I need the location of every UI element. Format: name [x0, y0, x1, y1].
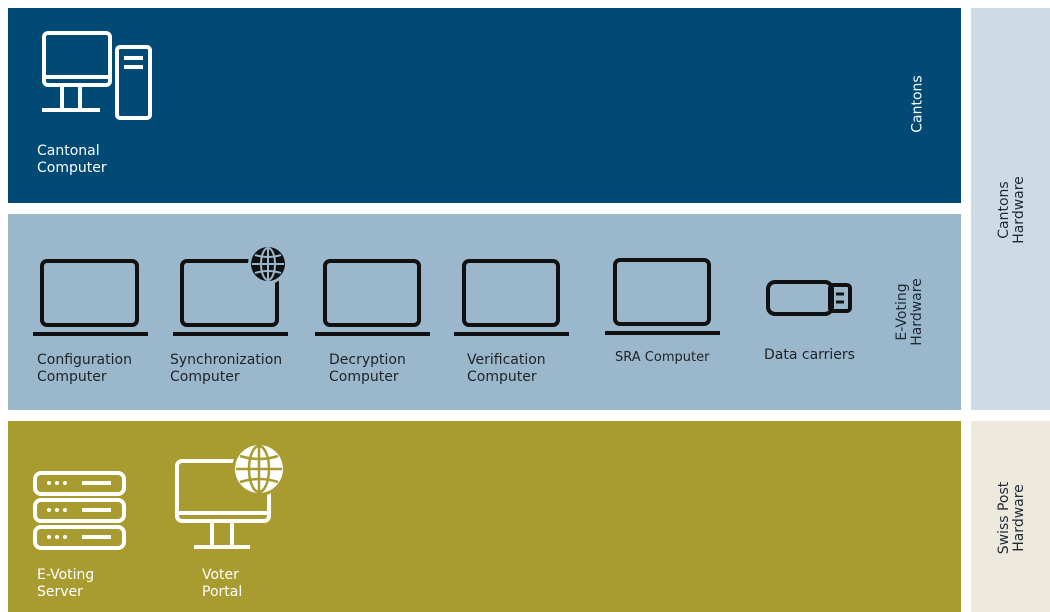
verification-computer-label: Verification Computer: [467, 352, 546, 385]
server-icon: [32, 470, 128, 552]
laptop-icon: [605, 257, 720, 337]
decryption-computer-label: Decryption Computer: [329, 352, 406, 385]
laptop-icon: [454, 258, 569, 338]
monitor-globe-icon: [174, 442, 294, 552]
swiss-post-hardware-label: Swiss Post Hardware: [996, 481, 1027, 555]
evoting-hardware-label: E-Voting Hardware: [894, 278, 925, 346]
configuration-computer-label: Configuration Computer: [37, 352, 132, 385]
swiss-post-hardware-panel: [971, 421, 1050, 612]
swiss-post-band: [8, 421, 961, 612]
laptop-icon: [315, 258, 430, 338]
cantonal-computer-label: Cantonal Computer: [37, 143, 107, 176]
usb-drive-icon: [765, 279, 855, 319]
synchronization-computer-label: Synchronization Computer: [170, 352, 283, 385]
laptop-globe-icon: [172, 240, 292, 338]
sra-computer-label: SRA Computer: [615, 350, 710, 365]
cantons-hardware-panel: [971, 8, 1050, 410]
desktop-tower-icon: [40, 30, 156, 122]
cantons-band: [8, 8, 961, 203]
data-carriers-label: Data carriers: [764, 347, 855, 363]
cantons-band-label: Cantons: [909, 75, 926, 133]
evoting-server-label: E-Voting Server: [37, 567, 95, 600]
laptop-icon: [33, 258, 148, 338]
cantons-hardware-label: Cantons Hardware: [996, 176, 1027, 244]
voter-portal-label: Voter Portal: [202, 567, 243, 600]
